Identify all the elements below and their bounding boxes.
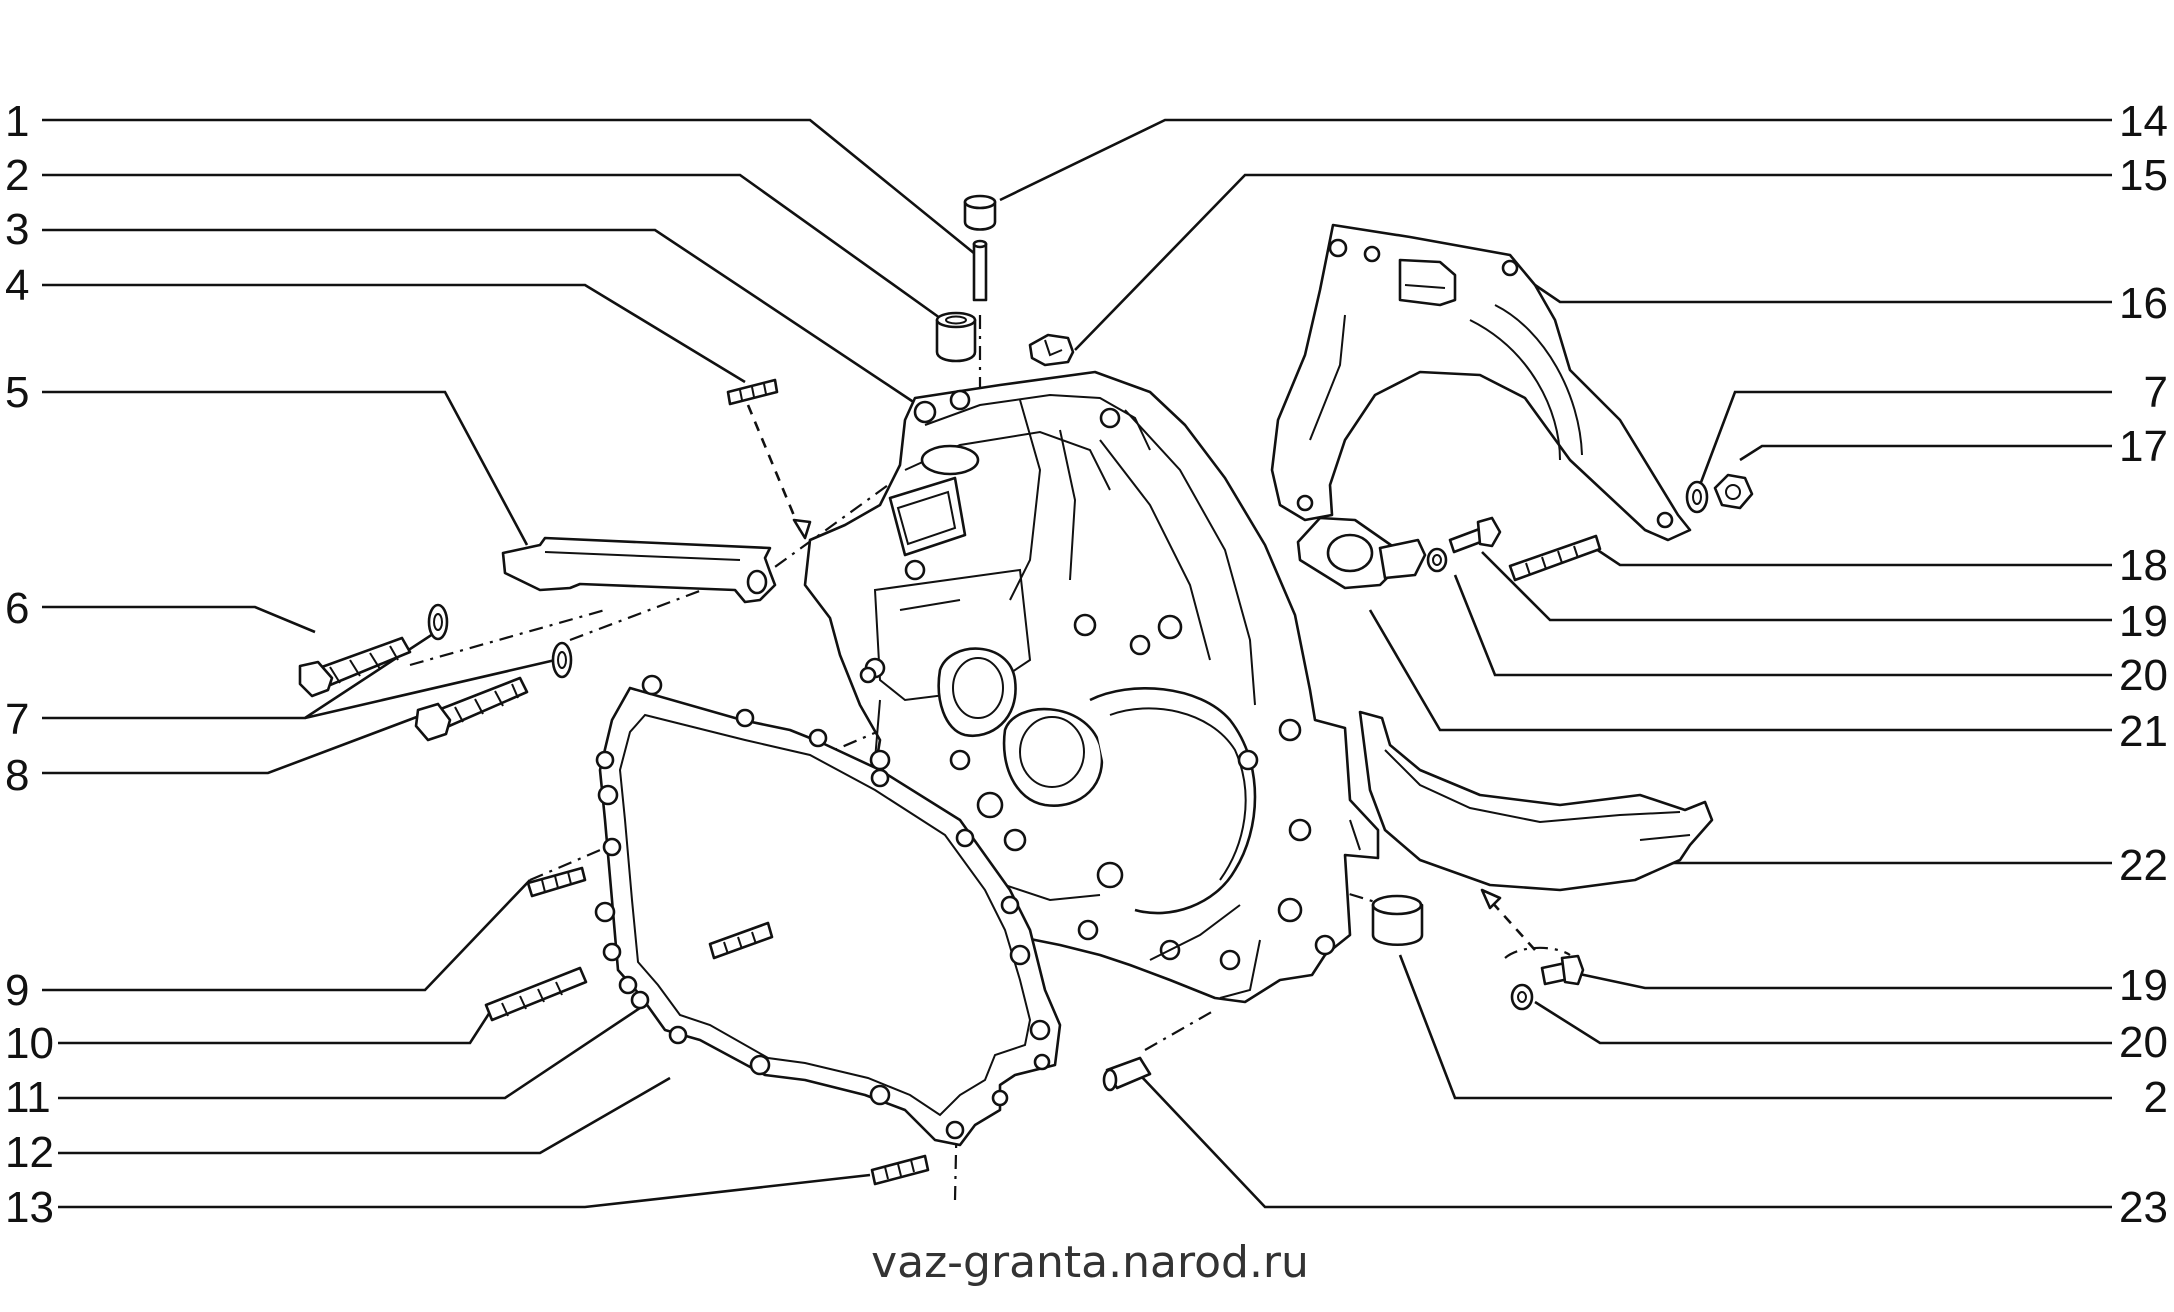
callout-11: 11 — [5, 1073, 51, 1122]
callout-12: 12 — [5, 1128, 54, 1177]
callout-2: 2 — [5, 151, 29, 200]
leader-lines — [42, 118, 2112, 1209]
washer-7-upper — [427, 603, 449, 641]
clip-15 — [1028, 333, 1075, 367]
lower-bolt-arrow — [1480, 888, 1571, 959]
callout-20-upper: 20 — [2119, 651, 2168, 700]
callout-6: 6 — [5, 584, 29, 633]
callout-4: 4 — [5, 261, 29, 310]
footer-watermark: vaz-granta.narod.ru — [871, 1237, 1309, 1288]
stud-18 — [1508, 534, 1602, 582]
washer-20-lower — [1510, 983, 1534, 1011]
callout-13: 13 — [5, 1183, 54, 1232]
pin-1 — [972, 239, 988, 302]
callout-19-upper: 19 — [2119, 597, 2168, 646]
callout-19-lower: 19 — [2119, 961, 2168, 1010]
nut-17 — [1713, 473, 1754, 510]
callout-10: 10 — [5, 1019, 54, 1068]
callout-18: 18 — [2119, 541, 2168, 590]
washer-7-lower — [551, 641, 573, 679]
bracket — [501, 536, 777, 604]
stud-11 — [708, 921, 774, 960]
callout-8: 8 — [5, 751, 29, 800]
bolt-6 — [298, 636, 412, 698]
stud-13 — [870, 1154, 930, 1186]
callout-5: 5 — [5, 368, 29, 417]
callout-7-left: 7 — [5, 695, 29, 744]
callout-20-lower: 20 — [2119, 1018, 2168, 1067]
left-callouts: 1 2 3 4 5 6 7 8 9 10 11 12 13 — [5, 97, 54, 1232]
washer-20-upper — [1426, 547, 1448, 573]
callout-7-right: 7 — [2144, 368, 2168, 417]
bushing-2-top — [935, 311, 977, 363]
stud-4 — [726, 378, 812, 540]
shield-plate — [1270, 223, 1692, 542]
cover-22 — [1358, 710, 1714, 892]
callout-1: 1 — [5, 97, 29, 146]
bolt-8 — [414, 676, 529, 742]
callout-22: 22 — [2119, 841, 2168, 890]
callout-21: 21 — [2119, 707, 2168, 756]
bushing-2-right — [1371, 894, 1424, 946]
callout-3: 3 — [5, 205, 29, 254]
callout-15: 15 — [2119, 151, 2168, 200]
stud-10 — [484, 966, 588, 1022]
callout-17: 17 — [2119, 422, 2168, 471]
plug-14 — [963, 194, 997, 231]
bolt-19-upper — [1448, 516, 1502, 554]
callout-9: 9 — [5, 966, 29, 1015]
dowel-23 — [1102, 1056, 1152, 1092]
right-callouts: 14 15 16 7 17 18 19 20 21 22 19 20 2 23 — [2119, 97, 2168, 1232]
stud-9 — [526, 866, 587, 898]
flange-21 — [1296, 516, 1427, 590]
callout-2-right: 2 — [2144, 1073, 2168, 1122]
callout-14: 14 — [2119, 97, 2168, 146]
bolt-19-lower — [1540, 954, 1585, 986]
callout-23: 23 — [2119, 1183, 2168, 1232]
washer-7-right — [1685, 480, 1709, 514]
callout-16: 16 — [2119, 279, 2168, 328]
gasket — [594, 674, 1062, 1147]
